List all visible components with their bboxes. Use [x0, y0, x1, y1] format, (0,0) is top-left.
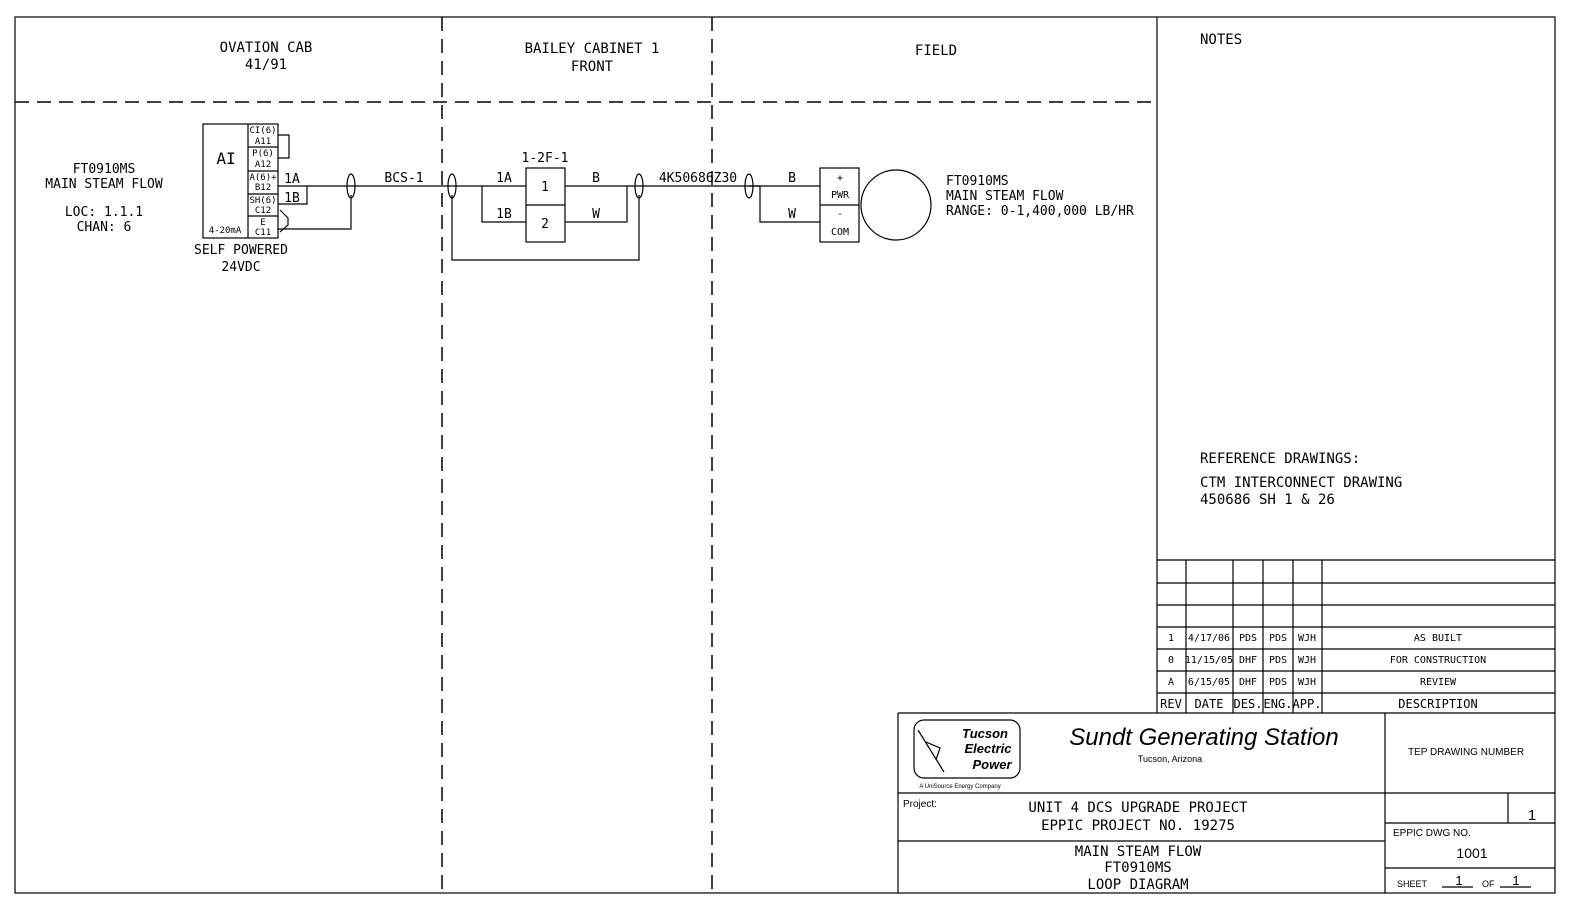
logo-text: Electric: [965, 741, 1013, 756]
cable-label-bcs1: BCS-1: [384, 171, 423, 186]
terminal-block-name: 1-2F-1: [522, 151, 569, 166]
pwr-plus: +: [837, 173, 843, 184]
rev-cell: PDS: [1269, 677, 1287, 688]
drawing-tag: FT0910MS: [1104, 860, 1171, 876]
rev-value: 1: [1528, 807, 1536, 824]
rev-cell: WJH: [1298, 633, 1316, 644]
rev-cell: PDS: [1239, 633, 1257, 644]
ai-signal: 4-20mA: [209, 226, 242, 236]
reference-title: REFERENCE DRAWINGS:: [1200, 451, 1360, 467]
left-tag: FT0910MS: [73, 162, 136, 177]
wire-label-b: B: [592, 171, 600, 186]
header-field: FIELD: [915, 43, 957, 59]
terminal-label: SH(6): [249, 196, 276, 206]
terminal-label: P(6): [252, 149, 274, 159]
field-tag: FT0910MS: [946, 174, 1009, 189]
rev-header: DES.: [1234, 697, 1263, 711]
cable-label-field: 4K50686Z30: [659, 171, 737, 186]
rev-cell: WJH: [1298, 677, 1316, 688]
eppic-dwg-label: EPPIC DWG NO.: [1393, 828, 1471, 839]
rev-header: ENG.: [1264, 697, 1293, 711]
revision-table: 1 4/17/06 PDS PDS WJH AS BUILT 0 11/15/0…: [898, 559, 1555, 714]
logo-text: Power: [972, 757, 1012, 772]
pwr-label: PWR: [831, 190, 850, 201]
wire-label-1b: 1B: [284, 191, 300, 206]
rev-header: REV: [1160, 697, 1182, 711]
title-block: Tucson Electric Power A UniSource Energy…: [897, 713, 1555, 893]
rev-cell: REVIEW: [1420, 677, 1457, 688]
power-note: SELF POWERED: [194, 243, 288, 258]
drawing-title: MAIN STEAM FLOW: [1075, 844, 1202, 860]
sheet-number: 1: [1455, 873, 1462, 888]
ai-module: AI 4-20mA CI(6) A11 P(6) A12 A(6)+ B12 S…: [202, 123, 290, 239]
wire-label-b: B: [788, 171, 796, 186]
terminal-label: C11: [255, 228, 271, 238]
rev-header: DESCRIPTION: [1398, 697, 1477, 711]
sheet-label: SHEET: [1397, 879, 1428, 889]
header-ovation: OVATION CAB: [220, 40, 313, 56]
reference-line: 450686 SH 1 & 26: [1200, 492, 1335, 508]
rev-cell: PDS: [1269, 633, 1287, 644]
of-label: OF: [1482, 879, 1495, 889]
terminal-label: C12: [255, 206, 271, 216]
wire-label-1a: 1A: [284, 172, 300, 187]
rev-cell: PDS: [1269, 655, 1287, 666]
terminal-label: A(6)+: [249, 173, 277, 183]
terminal-1: 1: [541, 180, 549, 195]
tep-logo: Tucson Electric Power A UniSource Energy…: [913, 719, 1021, 790]
drawing-border: [14, 16, 1556, 894]
project-label: Project:: [903, 799, 937, 810]
terminal-label: CI(6): [249, 126, 276, 136]
rev-cell: 0: [1168, 655, 1174, 666]
logo-text: Tucson: [962, 726, 1008, 741]
project-name: UNIT 4 DCS UPGRADE PROJECT: [1028, 800, 1248, 816]
rev-cell: DHF: [1239, 655, 1257, 666]
power-note-sub: 24VDC: [221, 260, 260, 275]
wire-label-w: W: [788, 207, 796, 222]
com-minus: -: [837, 209, 843, 220]
terminal-label: B12: [255, 183, 271, 193]
station-name: Sundt Generating Station: [1069, 724, 1339, 751]
rev-cell: A: [1168, 677, 1174, 688]
eppic-dwg-number: 1001: [1456, 845, 1487, 861]
field-desc: MAIN STEAM FLOW: [946, 189, 1064, 204]
terminal-label: A12: [255, 160, 271, 170]
rev-cell: FOR CONSTRUCTION: [1390, 655, 1486, 666]
terminal-label: E: [260, 218, 265, 228]
tep-drawing-number-label: TEP DRAWING NUMBER: [1408, 747, 1524, 758]
ai-label: AI: [216, 149, 235, 168]
rev-cell: WJH: [1298, 655, 1316, 666]
wiring: [278, 167, 932, 261]
rev-cell: DHF: [1239, 677, 1257, 688]
reference-line: CTM INTERCONNECT DRAWING: [1200, 475, 1402, 491]
rev-header: APP.: [1293, 697, 1322, 711]
station-location: Tucson, Arizona: [1138, 754, 1202, 764]
wire-label-1b: 1B: [496, 207, 512, 222]
rev-cell: 6/15/05: [1188, 677, 1230, 688]
logo-tagline: A UniSource Energy Company: [919, 784, 1000, 790]
rev-header: DATE: [1195, 697, 1224, 711]
drawing-type: LOOP DIAGRAM: [1087, 877, 1188, 893]
header-bailey-sub: FRONT: [571, 59, 614, 75]
left-chan: CHAN: 6: [77, 220, 132, 235]
sheet-total: 1: [1512, 873, 1519, 888]
com-label: COM: [831, 227, 849, 238]
rev-cell: AS BUILT: [1414, 633, 1462, 644]
rev-cell: 11/15/05: [1185, 655, 1233, 666]
rev-cell: 4/17/06: [1188, 633, 1230, 644]
notes-title: NOTES: [1200, 32, 1242, 48]
left-desc: MAIN STEAM FLOW: [45, 177, 163, 192]
header-ovation-sub: 41/91: [245, 57, 287, 73]
rev-cell: 1: [1168, 633, 1174, 644]
terminal-2: 2: [541, 217, 549, 232]
project-number: EPPIC PROJECT NO. 19275: [1041, 818, 1235, 834]
header-bailey: BAILEY CABINET 1: [525, 41, 660, 57]
wire-label-1a: 1A: [496, 171, 512, 186]
field-range: RANGE: 0-1,400,000 LB/HR: [946, 204, 1134, 219]
wire-label-w: W: [592, 207, 600, 222]
terminal-label: A11: [255, 137, 271, 147]
left-loc: LOC: 1.1.1: [65, 205, 143, 220]
